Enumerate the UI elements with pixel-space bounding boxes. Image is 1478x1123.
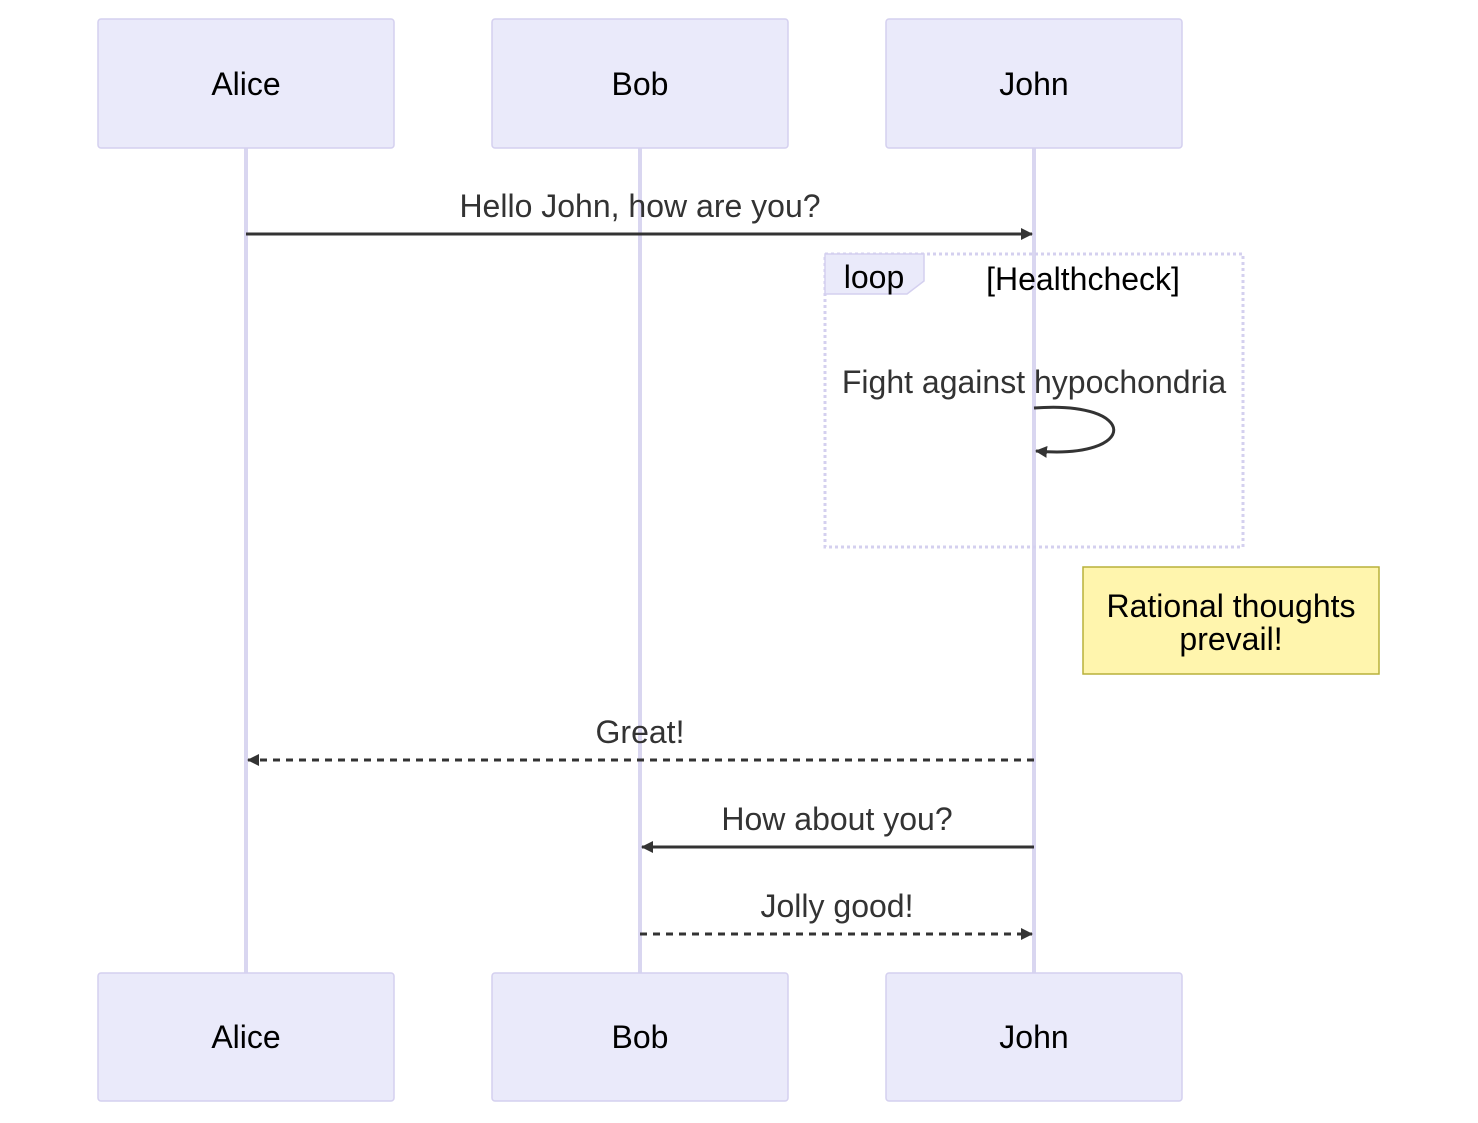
loop-condition: [Healthcheck] bbox=[986, 261, 1180, 297]
message-label-great: Great! bbox=[596, 714, 685, 750]
loop-frame: loop [Healthcheck] bbox=[823, 252, 1245, 549]
message-label-jolly: Jolly good! bbox=[761, 888, 914, 924]
participant-bob-bottom: Bob bbox=[491, 972, 789, 1102]
participant-alice-bottom: Alice bbox=[97, 972, 395, 1102]
participant-bob-bottom-label: Bob bbox=[612, 1019, 669, 1055]
message-label-how-about: How about you? bbox=[721, 801, 952, 837]
participant-alice-top-label: Alice bbox=[211, 66, 280, 102]
participant-bob-top: Bob bbox=[491, 18, 789, 149]
message-label-self: Fight against hypochondria bbox=[842, 364, 1226, 400]
participant-john-top: John bbox=[885, 18, 1183, 149]
message-arrow-self bbox=[1033, 405, 1116, 458]
note: Rational thoughts prevail! bbox=[1082, 566, 1380, 675]
participant-alice-top: Alice bbox=[97, 18, 395, 149]
message-label-hello: Hello John, how are you? bbox=[459, 188, 820, 224]
participant-john-top-label: John bbox=[999, 66, 1068, 102]
participant-john-bottom: John bbox=[885, 972, 1183, 1102]
loop-tab bbox=[824, 253, 925, 295]
note-line-2: prevail! bbox=[1179, 621, 1282, 657]
participant-bob-top-label: Bob bbox=[612, 66, 669, 102]
participant-alice-bottom-label: Alice bbox=[211, 1019, 280, 1055]
note-line-1: Rational thoughts bbox=[1106, 588, 1355, 624]
participant-john-bottom-label: John bbox=[999, 1019, 1068, 1055]
loop-keyword: loop bbox=[844, 259, 905, 295]
